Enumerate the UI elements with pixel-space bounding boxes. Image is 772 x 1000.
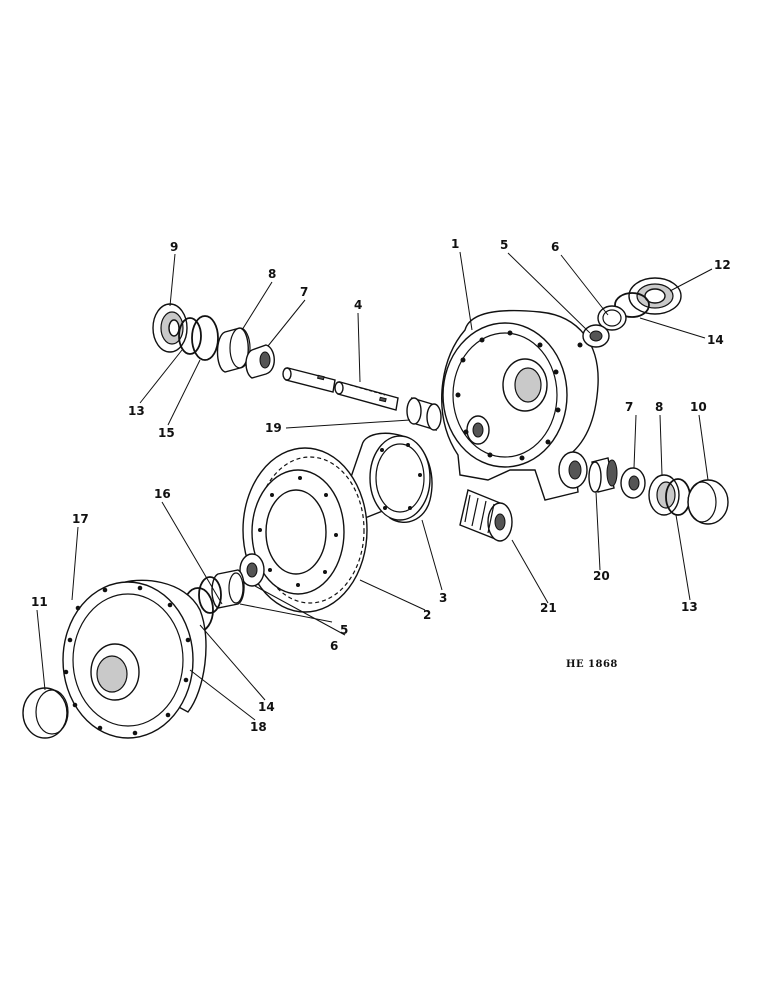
part-bearing-cone-5-lower bbox=[239, 553, 265, 587]
callout-2: 2 bbox=[423, 608, 431, 622]
part-seal-12 bbox=[628, 277, 682, 315]
part-snap-ring-13-top bbox=[178, 317, 202, 355]
part-bearing-cone-7-right bbox=[620, 467, 646, 499]
callout-14-lower: 14 bbox=[258, 700, 275, 714]
part-bearing-cup-6-lower bbox=[211, 569, 245, 609]
callout-18: 18 bbox=[250, 720, 267, 734]
leader-lines bbox=[36, 251, 713, 721]
part-ring-gear-2 bbox=[242, 447, 368, 613]
callout-7-top: 7 bbox=[300, 285, 308, 299]
callout-1: 1 bbox=[451, 237, 459, 251]
callout-7-right: 7 bbox=[625, 400, 633, 414]
callout-20: 20 bbox=[593, 569, 610, 583]
callout-9: 9 bbox=[170, 240, 178, 254]
part-snap-ring-14-top bbox=[614, 292, 650, 318]
callout-15: 15 bbox=[158, 426, 175, 440]
part-bushing-20 bbox=[588, 457, 618, 493]
part-bushing-19 bbox=[406, 397, 442, 431]
part-bearing-cup-8-right bbox=[648, 474, 680, 516]
part-bearing-cone-5-top bbox=[582, 324, 610, 348]
part-bearing-cone-7-top bbox=[245, 344, 275, 379]
callout-14-top: 14 bbox=[707, 333, 724, 347]
part-bearing-cup-6-top bbox=[597, 305, 627, 331]
part-ring-16 bbox=[198, 576, 222, 614]
callout-12: 12 bbox=[714, 258, 731, 272]
callout-5-lower: 5 bbox=[340, 623, 348, 637]
part-seal-9 bbox=[152, 303, 188, 353]
diagram-code: HE 1868 bbox=[566, 659, 618, 670]
callout-labels: 1 5 6 12 14 9 8 7 4 19 13 15 7 8 10 20 1… bbox=[31, 237, 731, 734]
callout-11: 11 bbox=[31, 595, 48, 609]
callout-5-top: 5 bbox=[500, 238, 508, 252]
callout-6-top: 6 bbox=[551, 240, 559, 254]
callout-8-right: 8 bbox=[655, 400, 663, 414]
callout-3: 3 bbox=[439, 591, 447, 605]
part-cover-17 bbox=[62, 579, 207, 739]
callout-16: 16 bbox=[154, 487, 171, 501]
callout-8-top: 8 bbox=[268, 267, 276, 281]
callout-21: 21 bbox=[540, 601, 557, 615]
part-cap-11 bbox=[22, 687, 69, 739]
callout-4: 4 bbox=[354, 298, 362, 312]
part-housing bbox=[440, 309, 599, 501]
part-shaft-4 bbox=[282, 367, 399, 411]
callout-13-top: 13 bbox=[128, 404, 145, 418]
part-worm-21 bbox=[459, 489, 513, 542]
callout-13-right: 13 bbox=[681, 600, 698, 614]
callout-6-lower: 6 bbox=[330, 639, 338, 653]
part-ring-15 bbox=[191, 315, 219, 361]
callout-10: 10 bbox=[690, 400, 707, 414]
part-cap-10 bbox=[687, 479, 729, 525]
callout-19: 19 bbox=[265, 421, 282, 435]
callout-17: 17 bbox=[72, 512, 89, 526]
part-bearing-cup-8-top bbox=[216, 327, 251, 373]
